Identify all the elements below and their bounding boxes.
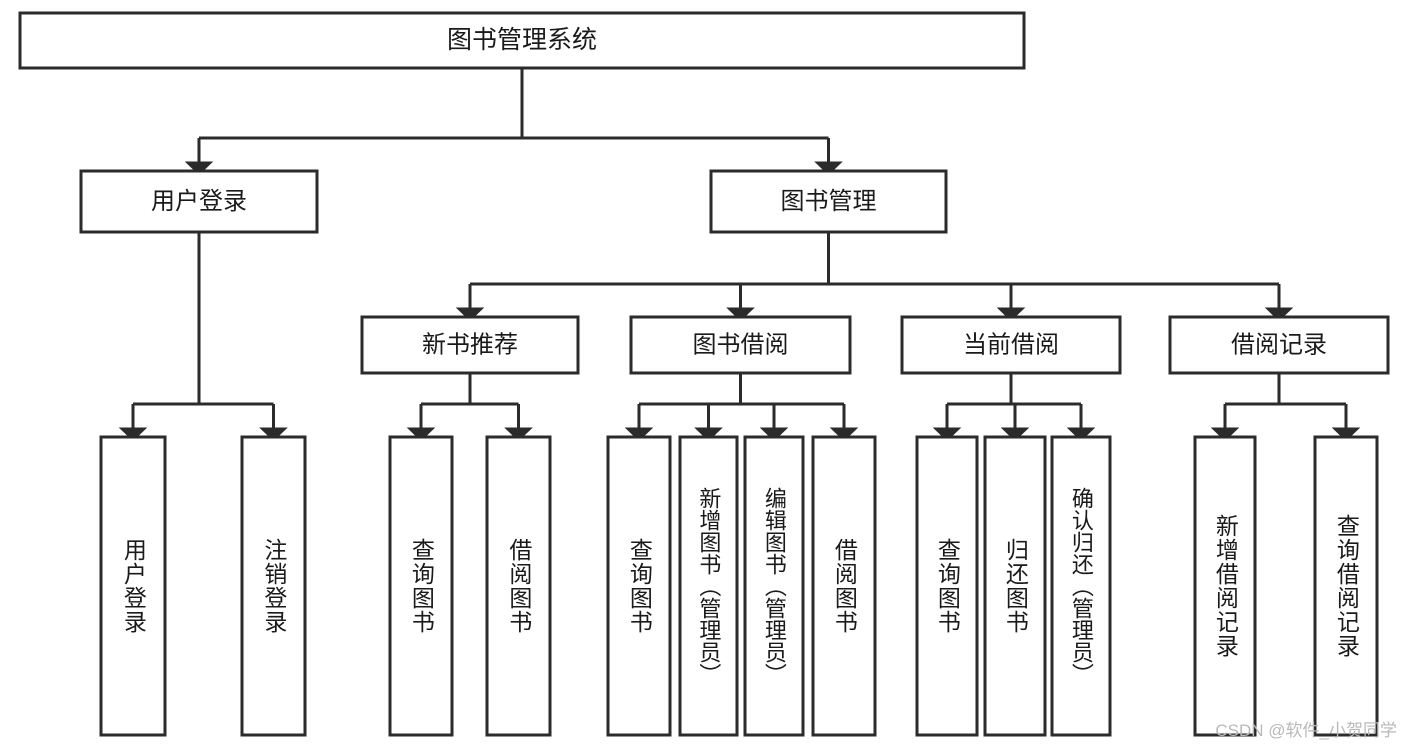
node-book-manage[interactable]: 图书管理 xyxy=(709,169,948,234)
leaf-box-leaf-query-book-2[interactable] xyxy=(606,435,672,737)
leaf-box-leaf-confirm-return[interactable] xyxy=(1050,435,1112,737)
leaf-box-leaf-add-record[interactable] xyxy=(1193,435,1257,737)
node-borrow-record[interactable]: 借阅记录 xyxy=(1168,315,1390,375)
node-root[interactable]: 图书管理系统 xyxy=(18,11,1026,70)
leaf-box-leaf-user-login[interactable] xyxy=(99,435,167,737)
node-label-book-manage: 图书管理 xyxy=(781,188,877,215)
leaf-box-leaf-query-book-1[interactable] xyxy=(388,435,454,737)
node-label-borrow-record: 借阅记录 xyxy=(1231,331,1327,358)
node-label-book-borrow: 图书借阅 xyxy=(693,331,789,358)
node-label-root: 图书管理系统 xyxy=(447,26,597,54)
node-current-borrow[interactable]: 当前借阅 xyxy=(900,315,1122,375)
leaf-box-leaf-query-book-3[interactable] xyxy=(915,435,979,737)
leaf-box-leaf-borrow-book-2[interactable] xyxy=(811,435,877,737)
edge-layer xyxy=(118,68,1361,442)
leaf-box-leaf-edit-book[interactable] xyxy=(743,435,805,737)
node-label-new-book-recommend: 新书推荐 xyxy=(422,331,518,358)
watermark-text: CSDN @软件_小贺同学 xyxy=(1215,721,1397,740)
node-new-book-recommend[interactable]: 新书推荐 xyxy=(360,315,580,375)
node-label-current-borrow: 当前借阅 xyxy=(963,331,1059,358)
leaf-box-leaf-borrow-book-1[interactable] xyxy=(485,435,552,737)
leaf-box-leaf-add-book[interactable] xyxy=(678,435,739,737)
leaf-box-leaf-return-book[interactable] xyxy=(983,435,1047,737)
node-label-user-login: 用户登录 xyxy=(151,188,247,215)
node-user-login[interactable]: 用户登录 xyxy=(79,169,319,234)
leaf-box-leaf-query-record[interactable] xyxy=(1313,435,1379,737)
leaf-box-leaf-user-logout[interactable] xyxy=(240,435,307,737)
node-book-borrow[interactable]: 图书借阅 xyxy=(629,315,852,375)
